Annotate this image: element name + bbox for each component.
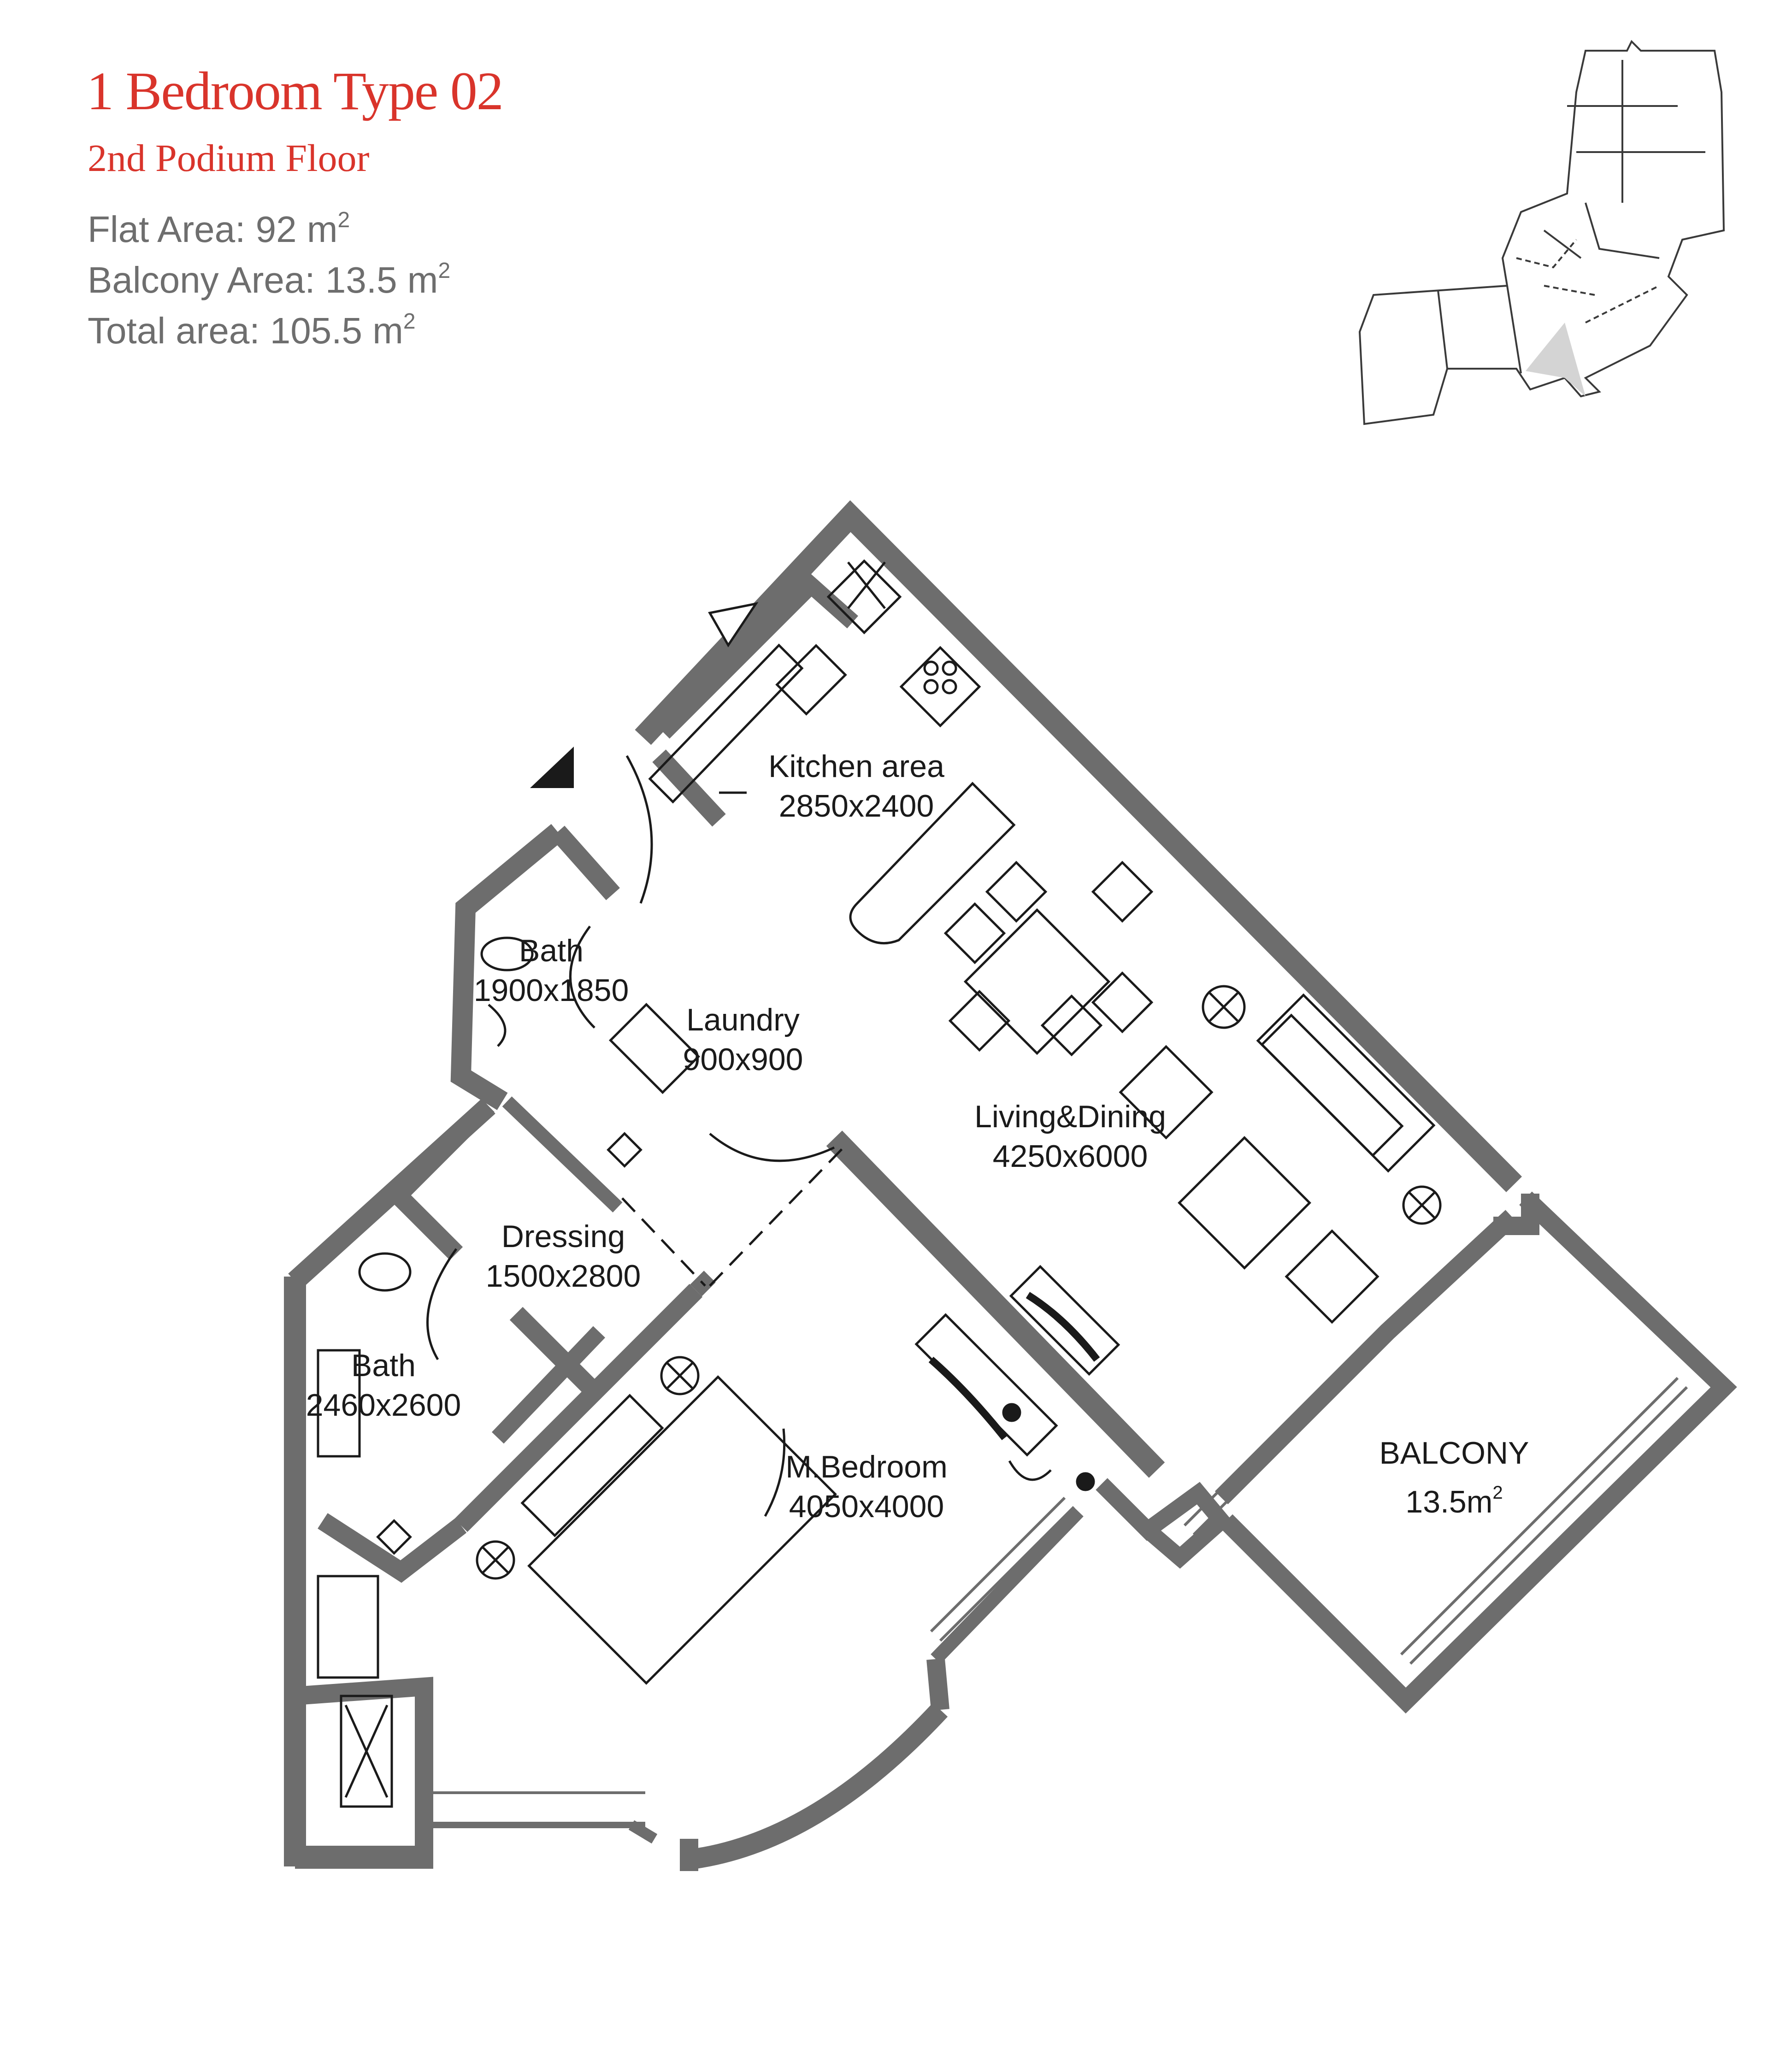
dressing-name: Dressing xyxy=(501,1219,625,1254)
washer-icon xyxy=(609,1003,700,1094)
armchair-icon xyxy=(1119,1045,1214,1140)
wardrobe-icon xyxy=(340,1695,393,1808)
flat-area-text: Flat Area: 92 m xyxy=(88,209,338,250)
chair-icon xyxy=(985,860,1048,923)
stove-icon xyxy=(899,646,981,728)
windows xyxy=(429,1307,1688,1794)
bed-icon xyxy=(527,1375,837,1685)
sink-icon xyxy=(775,644,847,716)
lamp-icon xyxy=(660,1356,700,1395)
laundry-name: Laundry xyxy=(686,1002,800,1037)
flat-area-power: 2 xyxy=(337,208,350,232)
bedroom-name: M.Bedroom xyxy=(785,1449,948,1484)
bath2-size: 2460x2600 xyxy=(306,1388,461,1423)
balcony-area-text: Balcony Area: 13.5 m xyxy=(88,259,438,300)
tv-unit-icon xyxy=(1009,1265,1120,1376)
shower-icon xyxy=(317,1575,379,1679)
room-dressing: Dressing 1500x2800 xyxy=(486,1217,641,1296)
room-bath-2: Bath 2460x2600 xyxy=(306,1346,461,1425)
dining-set xyxy=(943,860,1154,1057)
total-area-text: Total area: 105.5 m xyxy=(88,310,403,351)
chair-icon xyxy=(943,902,1006,965)
floor-subtitle: 2nd Podium Floor xyxy=(88,137,370,180)
chair-icon xyxy=(1040,994,1103,1057)
room-living-dining: Living&Dining 4250x6000 xyxy=(974,1097,1166,1176)
bathtub-icon xyxy=(317,1349,361,1458)
dressing-size: 1500x2800 xyxy=(485,1259,641,1294)
room-master-bedroom: M.Bedroom 4050x4000 xyxy=(785,1447,947,1526)
lamp-icon xyxy=(476,1540,515,1580)
bath1-size: 1900x1850 xyxy=(473,973,629,1008)
kitchen-fixtures xyxy=(648,559,1016,945)
toilet-icon xyxy=(480,936,534,971)
kitchen-island xyxy=(849,782,1016,945)
bedroom-furniture xyxy=(476,1265,1120,1685)
room-bath-1: Bath 1900x1850 xyxy=(474,931,629,1010)
room-laundry: Laundry 900x900 xyxy=(683,1000,803,1079)
balcony-size-power: 2 xyxy=(1492,1483,1503,1503)
balcony-area-power: 2 xyxy=(438,259,451,283)
balcony-size-line: 13.5m2 xyxy=(1379,1473,1529,1522)
balcony-area: Balcony Area: 13.5 m2 xyxy=(88,258,450,301)
lamp-icon xyxy=(1402,1185,1442,1225)
walls xyxy=(284,500,1737,1871)
bedroom-size: 4050x4000 xyxy=(789,1489,944,1524)
entrance-arrow-icon xyxy=(530,747,574,788)
drain-icon xyxy=(376,1519,412,1555)
room-kitchen: Kitchen area 2850x2400 xyxy=(768,747,944,826)
doors-openings xyxy=(426,755,844,1517)
armchair-icon xyxy=(1285,1229,1379,1324)
room-balcony: BALCONY 13.5m2 xyxy=(1379,1433,1529,1522)
chair-icon xyxy=(1091,971,1154,1034)
bath1-name: Bath xyxy=(519,933,584,968)
total-area: Total area: 105.5 m2 xyxy=(88,309,416,352)
chair-icon xyxy=(1091,860,1154,923)
balcony-name: BALCONY xyxy=(1379,1436,1529,1471)
flat-area: Flat Area: 92 m2 xyxy=(88,207,350,251)
living-name: Living&Dining xyxy=(974,1099,1166,1134)
bath-fixtures xyxy=(317,561,886,1808)
plan-title: 1 Bedroom Type 02 xyxy=(87,61,504,121)
dining-table xyxy=(963,908,1111,1055)
toilet-icon xyxy=(358,1252,412,1292)
drain-icon xyxy=(607,1132,643,1168)
fridge-icon xyxy=(826,559,902,635)
kitchen-counter xyxy=(648,643,804,804)
balcony-size: 13.5m xyxy=(1405,1484,1493,1519)
kitchen-size: 2850x2400 xyxy=(778,789,934,824)
living-furniture xyxy=(1119,985,1442,1324)
coffee-table-icon xyxy=(1178,1136,1311,1270)
pillow-icon xyxy=(520,1394,664,1537)
kitchen-name: Kitchen area xyxy=(768,749,944,784)
bath2-name: Bath xyxy=(351,1348,416,1383)
chair-icon xyxy=(948,989,1011,1052)
lamp-icon xyxy=(1202,985,1246,1029)
key-plan-unit-highlight xyxy=(1526,323,1586,396)
living-size: 4250x6000 xyxy=(992,1139,1148,1174)
laundry-size: 900x900 xyxy=(683,1042,803,1077)
total-area-power: 2 xyxy=(403,309,416,334)
